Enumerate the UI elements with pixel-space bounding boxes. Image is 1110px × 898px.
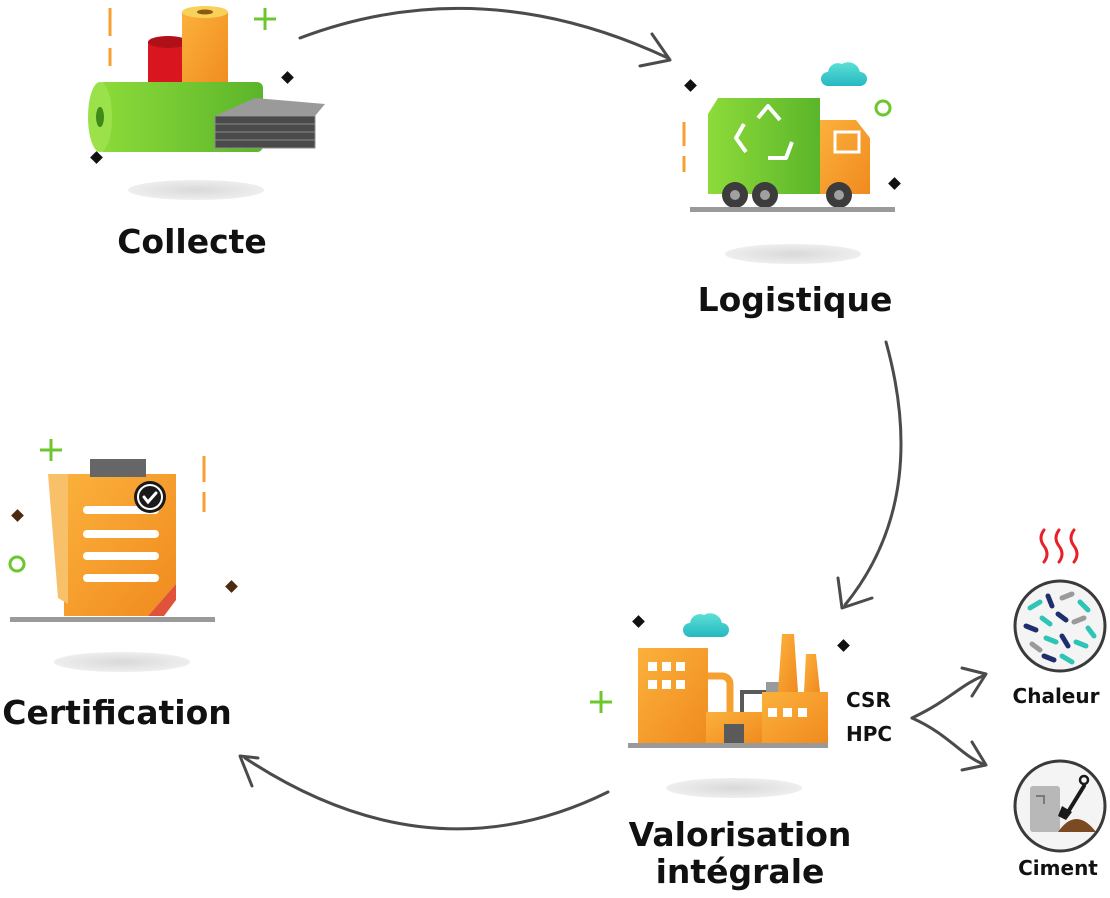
arrow-heads bbox=[238, 32, 988, 788]
chaleur-heat-icon bbox=[1013, 528, 1107, 673]
arrow-head-ciment bbox=[960, 740, 988, 772]
step-label-certification: Certification bbox=[2, 693, 232, 732]
arrow-logistique-to-valorisation bbox=[843, 340, 903, 607]
step-label-valorisation-line2: intégrale bbox=[655, 852, 825, 891]
certification-shadow bbox=[54, 652, 190, 672]
logistique-truck-icon bbox=[682, 62, 901, 264]
arrow-collecte-to-logistique bbox=[298, 6, 670, 60]
fuel-type-csr: CSR bbox=[846, 688, 891, 712]
fuel-type-hpc: HPC bbox=[846, 722, 893, 746]
arrow-head-valorisation bbox=[836, 576, 874, 610]
step-label-valorisation-line1: Valorisation bbox=[628, 815, 852, 854]
arrow-valorisation-to-certification bbox=[243, 756, 610, 831]
logistique-shadow bbox=[725, 244, 861, 264]
arrow-head-certification bbox=[238, 754, 260, 788]
truck-wheels bbox=[722, 182, 852, 208]
collecte-shadow bbox=[128, 180, 264, 200]
output-label-chaleur: Chaleur bbox=[1012, 684, 1100, 708]
certification-document-icon bbox=[8, 439, 238, 672]
arrow-to-ciment bbox=[910, 716, 987, 767]
heat-waves-icon bbox=[1039, 528, 1079, 564]
arrow-head-logistique bbox=[638, 32, 672, 68]
cycle-arrows bbox=[243, 6, 987, 831]
step-label-logistique: Logistique bbox=[697, 280, 893, 319]
certified-seal-icon bbox=[134, 481, 166, 513]
step-label-collecte: Collecte bbox=[117, 222, 267, 261]
arrow-to-chaleur bbox=[910, 673, 987, 720]
output-label-ciment: Ciment bbox=[1018, 856, 1098, 880]
valorisation-factory-icon bbox=[590, 613, 850, 798]
collecte-rolls-icon bbox=[88, 6, 325, 200]
arrow-head-chaleur bbox=[960, 666, 988, 698]
ciment-cement-icon bbox=[1013, 759, 1107, 853]
valorisation-shadow bbox=[666, 778, 802, 798]
